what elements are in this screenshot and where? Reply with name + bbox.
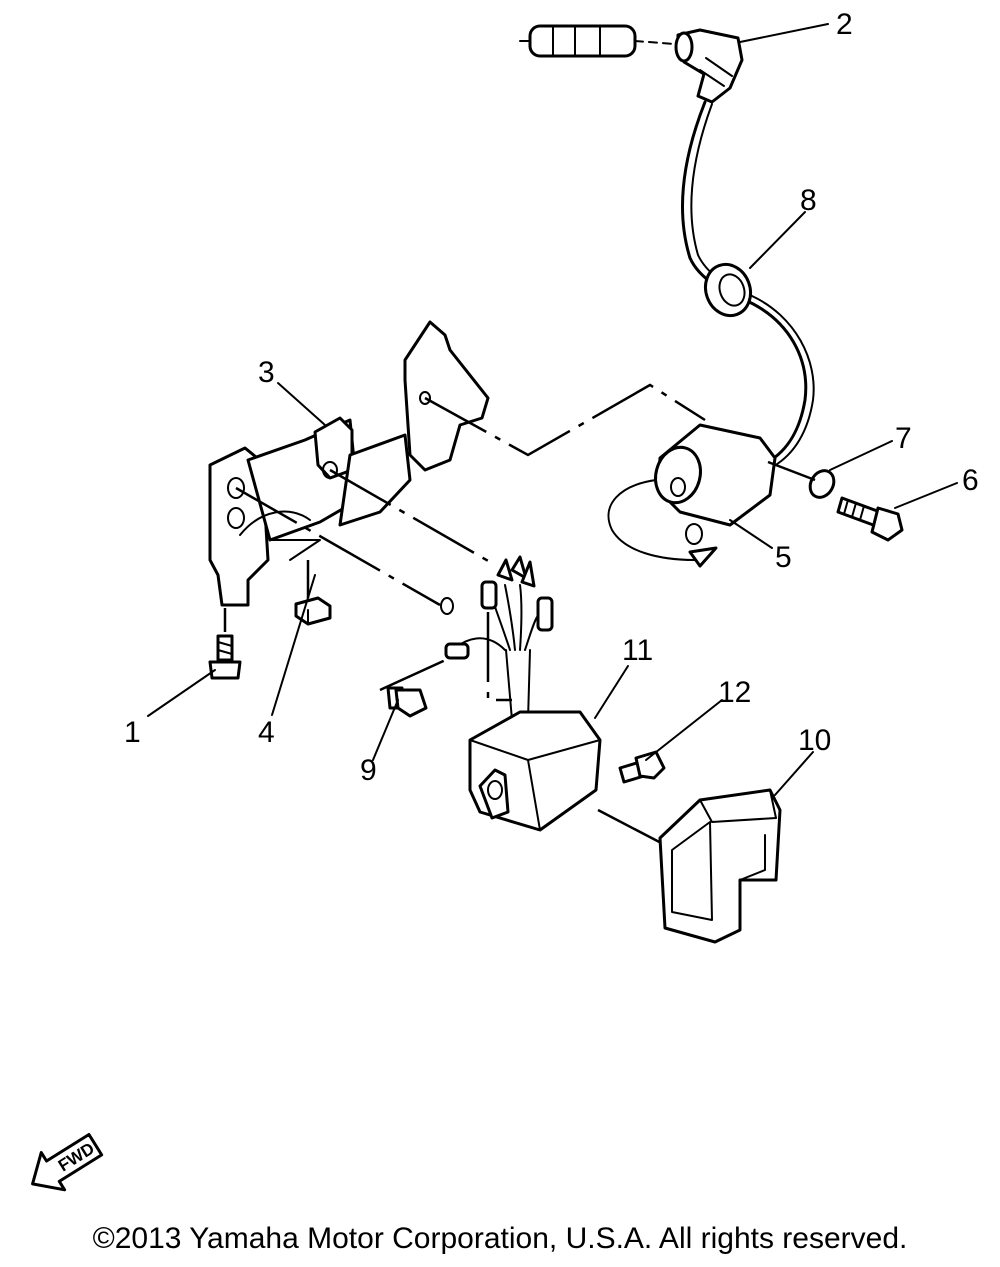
fwd-arrow-icon: FWD	[31, 1133, 104, 1192]
callout-11: 11	[622, 634, 653, 667]
callout-7: 7	[895, 422, 912, 455]
washer	[808, 469, 836, 499]
assembly-lines	[223, 383, 816, 847]
callout-8: 8	[800, 184, 817, 217]
ignition-coil	[607, 423, 777, 568]
callout-3: 3	[258, 356, 275, 389]
small-block	[294, 596, 332, 626]
callout-4: 4	[258, 716, 275, 749]
coil-bolt	[836, 496, 904, 542]
callout-1: 1	[124, 716, 141, 749]
callout-10: 10	[798, 724, 831, 757]
callout-numbers: 1 2 3 4 5 6 7 8 9 10 11 12	[124, 8, 979, 787]
callout-5: 5	[775, 541, 792, 574]
high-tension-cord-outline	[690, 103, 815, 467]
cord-grommet	[703, 262, 753, 318]
mounting-bracket	[208, 320, 490, 607]
bracket-bolt	[208, 634, 242, 680]
callout-6: 6	[962, 464, 979, 497]
cdi-bolt	[386, 686, 428, 718]
callout-9: 9	[360, 754, 377, 787]
cover-bolt	[618, 750, 666, 784]
leader-lines	[147, 23, 958, 796]
spark-plug-cap	[674, 28, 744, 104]
cdi-cover	[658, 788, 782, 944]
spark-plug	[519, 24, 676, 58]
callout-12: 12	[718, 676, 751, 709]
copyright-notice: ©2013 Yamaha Motor Corporation, U.S.A. A…	[92, 1222, 908, 1255]
cdi-unit	[444, 555, 602, 832]
callout-2: 2	[836, 8, 853, 41]
